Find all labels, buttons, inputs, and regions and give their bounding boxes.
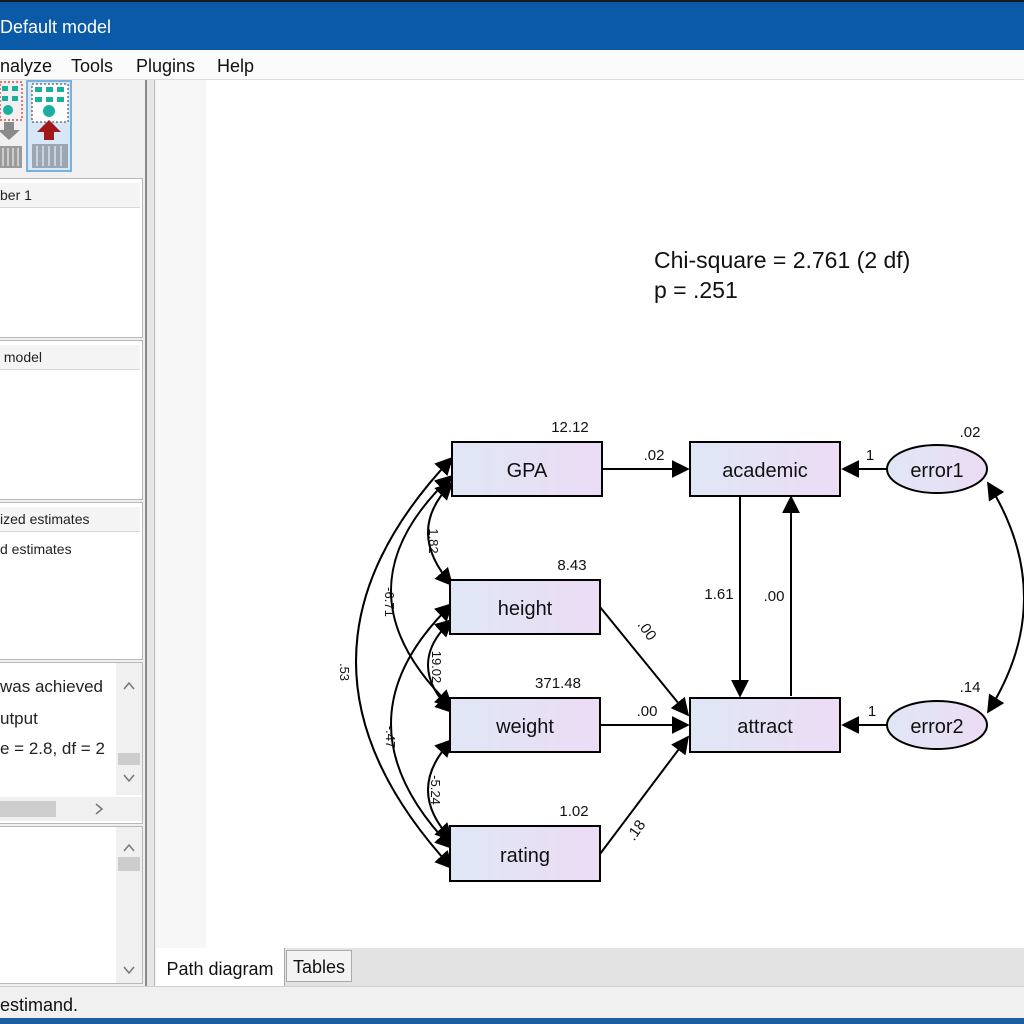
menu-analyze[interactable]: nalyze	[0, 56, 53, 76]
messages-hscrollbar[interactable]	[0, 797, 142, 821]
path-coefficient: 1.61	[704, 586, 733, 603]
node-label: error1	[910, 460, 963, 482]
covariance-label: -.47	[383, 726, 398, 748]
node-gpa[interactable]	[451, 441, 603, 497]
covariance-weight-rating	[427, 738, 454, 842]
path-coefficient: 1	[868, 703, 876, 720]
scroll-thumb-icon	[0, 801, 104, 817]
estimates-item[interactable]: d estimates	[0, 541, 72, 557]
tab-tables[interactable]: Tables	[286, 950, 352, 982]
title-bar: Default model	[0, 0, 1024, 50]
tab-path-diagram[interactable]: Path diagram	[156, 948, 285, 986]
node-label: weight	[495, 716, 554, 738]
covariance-label: -6.71	[382, 587, 397, 617]
node-label: GPA	[507, 460, 548, 482]
path-coefficient: 1	[866, 447, 874, 464]
menu-plugins[interactable]: Plugins	[136, 56, 196, 76]
variance-estimate: .02	[960, 424, 981, 441]
covariance-label: 1.82	[426, 528, 441, 553]
message-line: e = 2.8, df = 2	[0, 739, 105, 758]
fit-statistic-p-value: p = .251	[654, 277, 738, 303]
diagram-tab-bar: Path diagram Tables	[156, 948, 1024, 986]
covariance-height-rating	[390, 602, 454, 850]
models-header[interactable]: model	[0, 345, 140, 370]
node-rating[interactable]	[449, 825, 601, 882]
scroll-arrows-icon	[118, 843, 140, 975]
taskbar-edge	[0, 1018, 1024, 1024]
path-coefficient: .00	[634, 617, 660, 644]
status-bar: estimand.	[0, 986, 1024, 1024]
variance-estimate: 8.43	[557, 557, 586, 574]
view-output-button[interactable]	[26, 80, 72, 172]
files-vscrollbar[interactable]	[116, 827, 142, 983]
covariance-gpa-rating	[355, 456, 454, 870]
covariance-label: 19.02	[429, 651, 444, 684]
covariance-gpa-weight	[390, 474, 454, 709]
covariance-label: -5.24	[428, 775, 443, 805]
path-height-attract	[599, 606, 690, 717]
canvas-margin	[156, 80, 206, 948]
variance-estimate: 12.12	[551, 419, 589, 436]
menu-help[interactable]: Help	[217, 56, 255, 76]
path-coefficient: .00	[764, 588, 785, 605]
variance-estimate: 1.02	[559, 803, 588, 820]
variance-estimate: .14	[960, 679, 981, 696]
status-text: estimand.	[0, 995, 79, 1015]
node-academic[interactable]	[689, 441, 841, 497]
node-attract[interactable]	[689, 697, 841, 753]
view-input-diagram-icon	[0, 81, 23, 168]
node-label: academic	[722, 460, 808, 482]
path-coefficient: .02	[644, 447, 665, 464]
node-error2[interactable]	[886, 700, 988, 750]
fit-statistic-chi-square: Chi-square = 2.761 (2 df)	[654, 247, 910, 273]
node-height[interactable]	[449, 579, 601, 635]
messages-vscrollbar[interactable]	[116, 663, 142, 795]
menu-tools[interactable]: Tools	[71, 56, 114, 76]
estimates-header[interactable]: ized estimates	[0, 507, 140, 532]
node-label: rating	[500, 845, 550, 867]
view-input-button[interactable]	[0, 80, 46, 172]
menu-bar: nalyze Tools Plugins Help	[0, 50, 1024, 80]
window-title: Default model	[0, 17, 112, 37]
path-coefficient: .00	[637, 703, 658, 720]
pane-splitter[interactable]	[145, 80, 155, 986]
path-coefficient: .18	[623, 817, 649, 844]
models-panel: model	[0, 340, 143, 500]
node-label: height	[498, 598, 553, 620]
scroll-arrows-icon	[118, 681, 140, 783]
covariance-error1-error2	[987, 481, 1024, 714]
path-rating-attract	[599, 735, 690, 855]
node-label: error2	[910, 716, 963, 738]
view-output-diagram-icon	[31, 83, 69, 168]
diagram-canvas[interactable]	[156, 80, 1024, 948]
messages-panel: was achieved utput e = 2.8, df = 2	[0, 662, 143, 824]
node-label: attract	[737, 716, 793, 738]
files-panel	[0, 826, 143, 984]
node-error1[interactable]	[886, 444, 988, 494]
groups-panel: ber 1	[0, 178, 143, 338]
message-line: was achieved	[0, 677, 104, 696]
variance-estimate: 371.48	[535, 675, 581, 692]
covariance-label: .53	[337, 663, 352, 681]
node-weight[interactable]	[449, 697, 601, 753]
parameters-panel: ized estimates d estimates	[0, 502, 143, 660]
groups-header[interactable]: ber 1	[0, 183, 140, 208]
message-line: utput	[0, 709, 38, 728]
